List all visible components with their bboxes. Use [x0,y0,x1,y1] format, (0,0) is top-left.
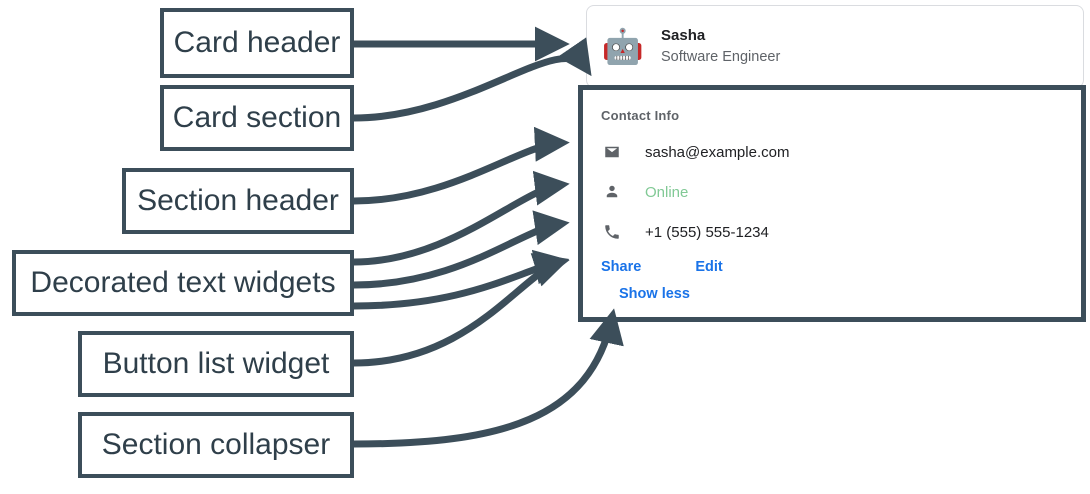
decorated-text-widget-phone-text: +1 (555) 555-1234 [645,223,769,241]
arrow-section-collapser [353,308,624,448]
callout-card-header: Card header [160,8,354,78]
arrow-decorated-3 [353,249,570,310]
arrow-card-section [353,37,592,122]
phone-icon [601,223,623,241]
share-button[interactable]: Share [601,259,642,275]
section-header: Contact Info [601,108,680,123]
card-section: Contact Info sasha@example.com [578,85,1086,322]
card-header-text: Sasha Software Engineer [661,26,780,68]
callout-card-section: Card section [160,85,354,151]
card-header-subtitle: Software Engineer [661,48,781,65]
card-section-content: Contact Info sasha@example.com [583,90,1081,303]
button-list-widget: Share Edit [601,259,1081,275]
callout-button-list-widget: Button list widget [78,331,354,397]
callout-decorated-text-widgets: Decorated text widgets [12,250,354,316]
card-header-title: Sasha [661,26,706,44]
decorated-text-widget-email: sasha@example.com [601,139,1081,165]
person-icon [601,183,623,201]
arrow-decorated-1 [353,170,570,266]
robot-face-icon: 🤖 [601,27,645,66]
arrow-section-header [353,126,570,205]
decorated-text-widget-status: Online [601,179,1081,205]
profile-card: 🤖 Sasha Software Engineer [586,5,1084,88]
card-header: 🤖 Sasha Software Engineer [587,6,1083,87]
edit-button[interactable]: Edit [695,259,723,275]
decorated-text-widget-email-text: sasha@example.com [645,143,790,161]
decorated-text-widget-phone: +1 (555) 555-1234 [601,219,1081,245]
arrow-decorated-2 [353,210,570,289]
callout-section-collapser: Section collapser [78,412,354,478]
status-badge: Online [645,183,689,201]
email-icon [601,143,623,161]
callout-section-header: Section header [122,168,354,234]
section-collapser-button[interactable]: Show less [619,286,690,302]
arrow-button-list [353,253,570,367]
